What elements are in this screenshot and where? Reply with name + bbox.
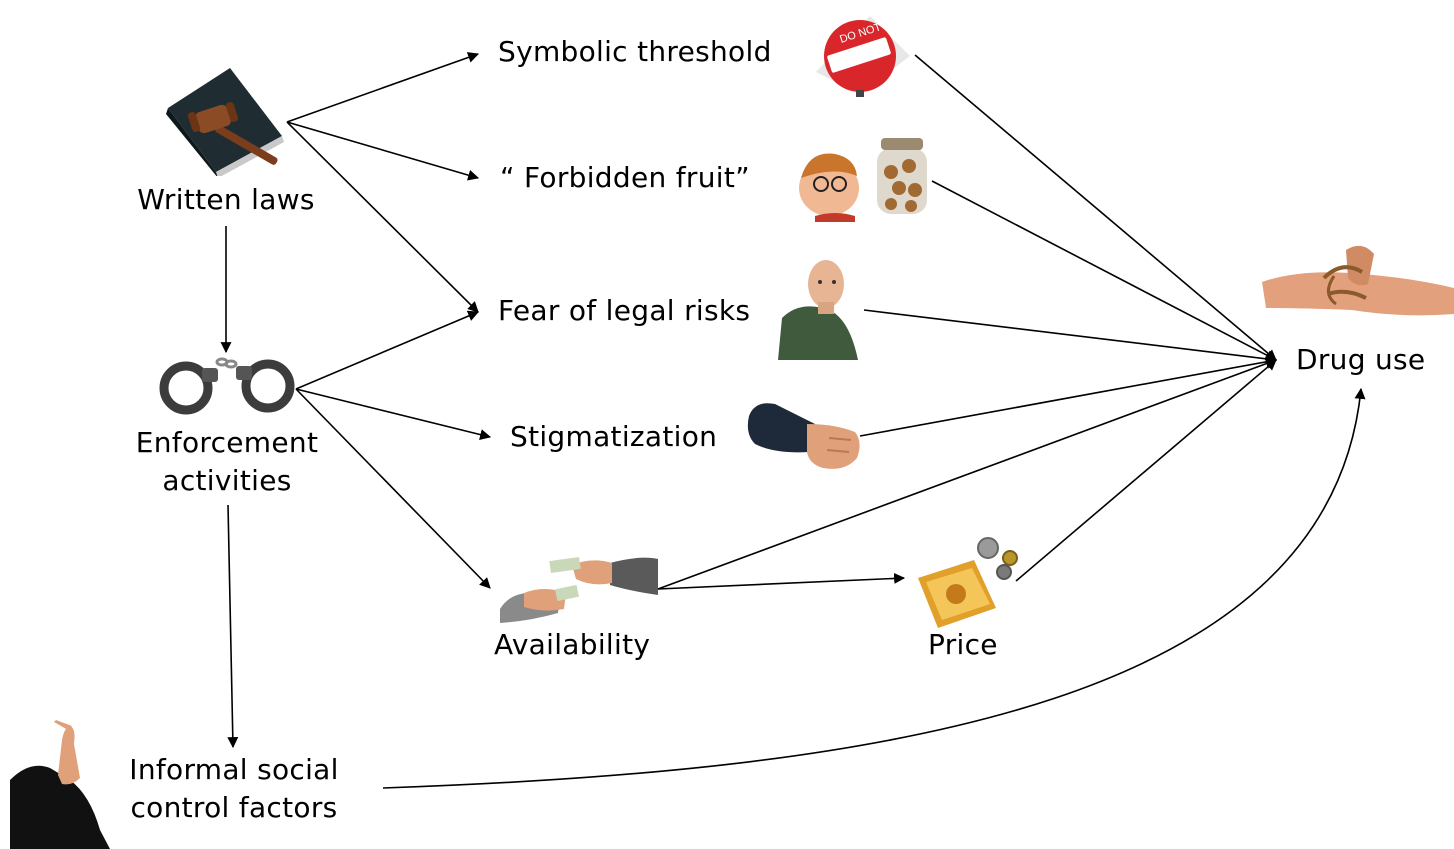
node-forbidden-fruit: “ Forbidden fruit” (500, 161, 750, 194)
node-written-laws: Written laws (137, 183, 315, 216)
node-availability: Availability (494, 628, 651, 661)
arrow-stigmatization-to-druguse (859, 356, 1278, 437)
node-symbolic-threshold: Symbolic threshold (498, 35, 772, 68)
handcuffs-picture (159, 357, 295, 415)
fist-picture (747, 403, 860, 469)
money-picture (918, 537, 1018, 628)
node-informal-line1: Informal social (129, 753, 339, 786)
hands-exchange-picture (500, 556, 658, 623)
arrow-enforcement-to-stigmatization (295, 388, 492, 440)
worried-man-picture (778, 260, 858, 360)
arrow-enforcement-to-fear (295, 310, 480, 390)
arrow-informal-to-druguse (382, 387, 1366, 789)
arrow-fear-to-druguse (863, 309, 1278, 365)
arrow-forbidden-to-druguse (931, 180, 1277, 361)
node-informal-social-control: Informal social control factors (118, 751, 350, 827)
arrow-price-to-druguse (1015, 359, 1277, 582)
node-enforcement-line1: Enforcement (135, 426, 319, 459)
node-informal-line2: control factors (130, 791, 338, 824)
arrow-availability-to-price (657, 572, 906, 590)
arrow-laws-to-fear (286, 121, 479, 313)
arm-tourniquet-picture (1262, 245, 1454, 316)
node-enforcement-line2: activities (162, 464, 292, 497)
node-fear-of-legal-risks: Fear of legal risks (498, 294, 751, 327)
child-cookie-jar-picture (799, 138, 927, 222)
arrow-laws-to-forbidden (286, 121, 480, 181)
arrow-symbolic-to-druguse (914, 54, 1277, 361)
arrow-enforcement-to-availability (295, 388, 491, 589)
arrow-laws-to-symbolic (286, 52, 480, 123)
node-drug-use: Drug use (1296, 343, 1426, 376)
arrow-availability-to-druguse (657, 358, 1278, 590)
book-gavel-picture (166, 68, 284, 176)
node-price: Price (928, 628, 998, 661)
do-not-sign-picture: DO NOT (816, 16, 910, 97)
node-stigmatization: Stigmatization (510, 420, 718, 453)
arrow-enforcement-to-informal (227, 504, 239, 749)
pointing-person-picture (10, 720, 110, 849)
node-enforcement-activities: Enforcement activities (116, 424, 338, 500)
